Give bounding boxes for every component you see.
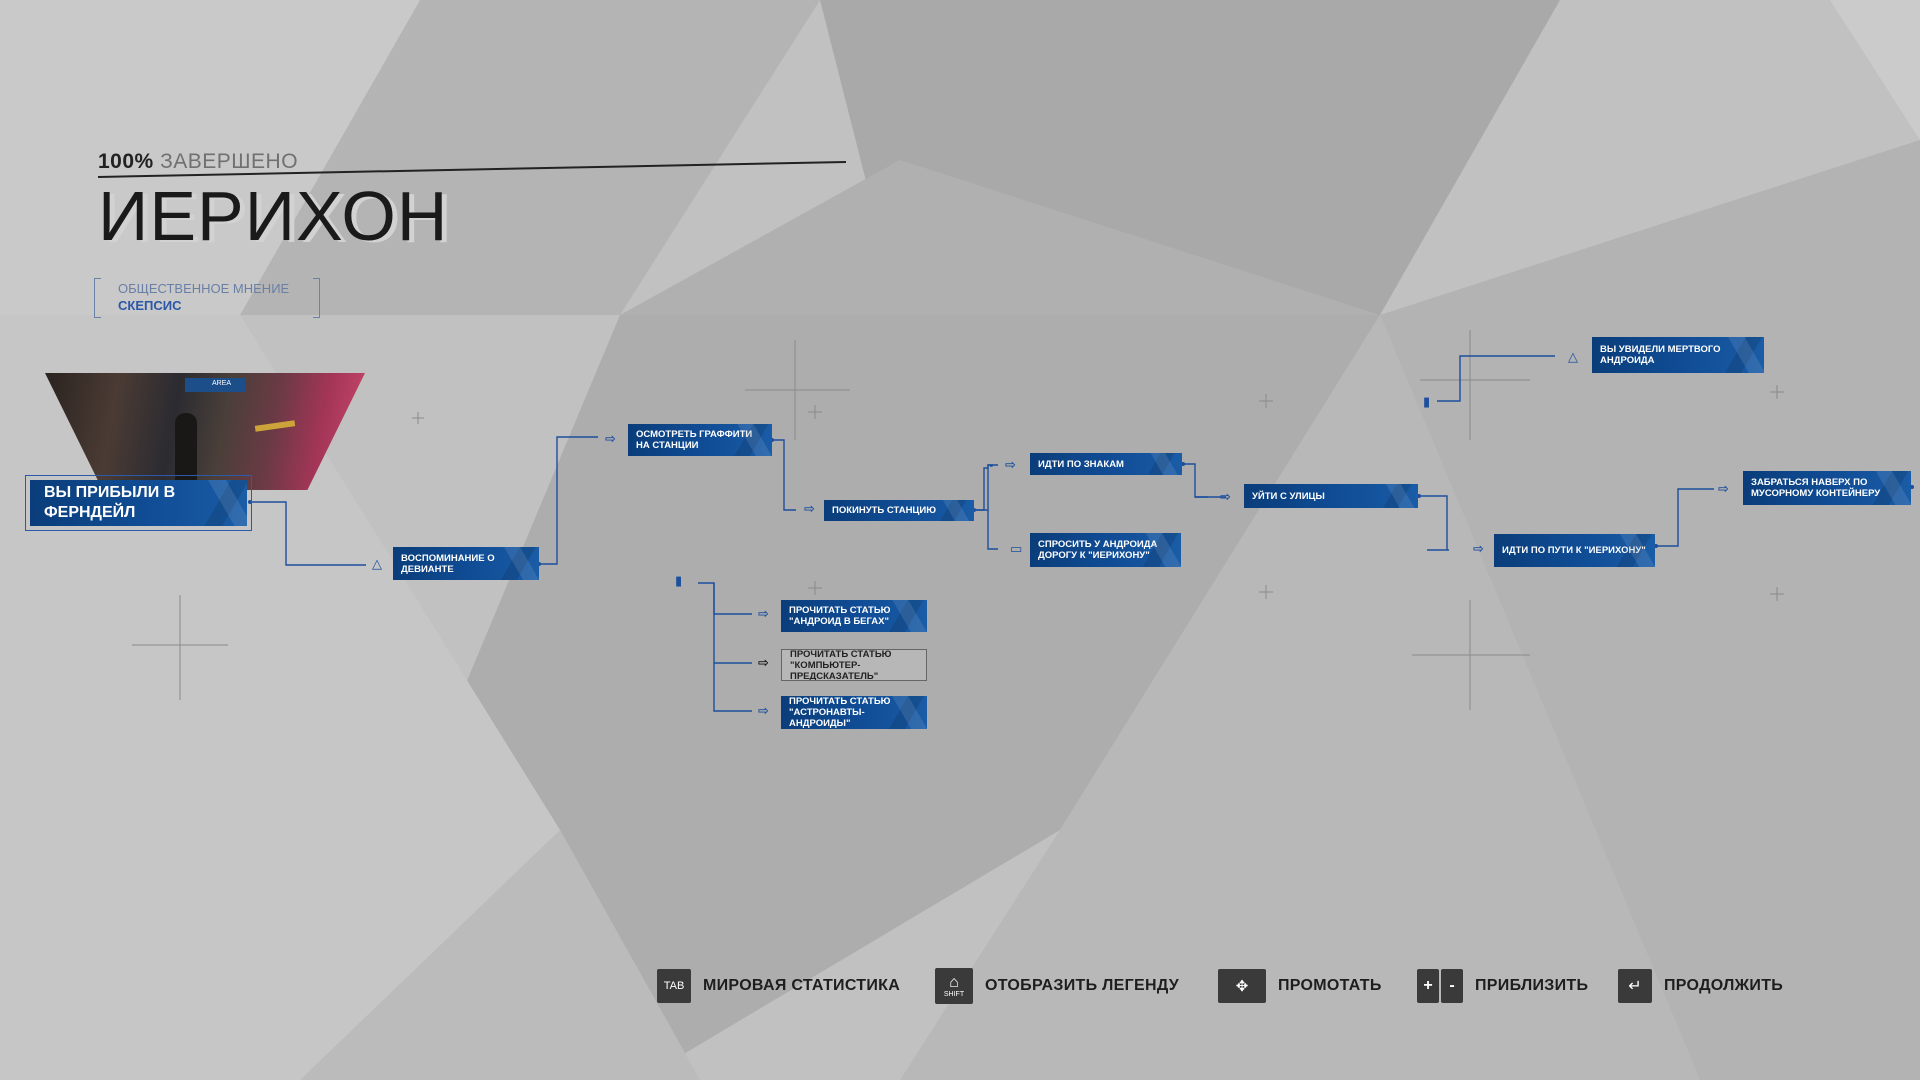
node-leave-station[interactable]: ПОКИНУТЬ СТАНЦИЮ [824, 500, 974, 521]
arrow-icon: ⇨ [804, 501, 815, 516]
arrow-icon: ⇨ [1005, 457, 1016, 472]
shift-key-label: SHIFT [943, 990, 965, 998]
show-legend-hint[interactable]: ⌂ SHIFT ОТОБРАЗИТЬ ЛЕГЕНДУ [935, 968, 1179, 1004]
node-climb-container[interactable]: ЗАБРАТЬСЯ НАВЕРХ ПО МУСОРНОМУ КОНТЕЙНЕРУ [1743, 471, 1911, 505]
arrow-icon: ⇨ [758, 703, 769, 718]
public-opinion: ОБЩЕСТВЕННОЕ МНЕНИЕ СКЕПСИС [94, 278, 320, 318]
opinion-label: ОБЩЕСТВЕННОЕ МНЕНИЕ [118, 281, 290, 296]
triangle-icon: △ [372, 556, 382, 571]
chapter-title: ИЕРИХОН [98, 177, 449, 255]
node-dead-android[interactable]: ВЫ УВИДЕЛИ МЕРТВОГО АНДРОИДА [1592, 337, 1764, 373]
minus-key: - [1441, 969, 1463, 1003]
zoom-label: ПРИБЛИЗИТЬ [1475, 977, 1589, 994]
bracket-right [313, 278, 320, 318]
scroll-label: ПРОМОТАТЬ [1278, 977, 1382, 994]
continue-label: ПРОДОЛЖИТЬ [1664, 977, 1784, 994]
opinion-value: СКЕПСИС [118, 298, 182, 313]
node-memory[interactable]: ВОСПОМИНАНИЕ О ДЕВИАНТЕ [393, 547, 539, 580]
arrow-icon: ⇨ [605, 431, 616, 446]
plus-key: + [1417, 969, 1439, 1003]
tab-key: TAB [657, 969, 691, 1003]
arrow-icon: ⇨ [1220, 489, 1231, 504]
node-go-jericho[interactable]: ИДТИ ПО ПУТИ К "ИЕРИХОНУ" [1494, 534, 1655, 567]
node-article-2[interactable]: ПРОЧИТАТЬ СТАТЬЮ "КОМПЬЮТЕР-ПРЕДСКАЗАТЕЛ… [781, 649, 927, 681]
arrow-icon: ⇨ [758, 655, 769, 670]
enter-icon: ↵ [1618, 969, 1652, 1003]
node-article-1[interactable]: ПРОЧИТАТЬ СТАТЬЮ "АНДРОИД В БЕГАХ" [781, 600, 927, 632]
chapter-thumbnail: AREA [45, 373, 365, 490]
world-stats-hint[interactable]: TAB МИРОВАЯ СТАТИСТИКА [657, 968, 900, 1004]
arrow-icon: ⇨ [758, 606, 769, 621]
node-leave-street[interactable]: УЙТИ С УЛИЦЫ [1244, 484, 1418, 508]
shift-key: ⌂ SHIFT [935, 968, 973, 1004]
chapter-title-shadow: ИЕРИХОН [103, 179, 454, 257]
home-icon: ⌂ [949, 973, 959, 991]
percent-label: ЗАВЕРШЕНО [160, 150, 299, 173]
node-graffiti[interactable]: ОСМОТРЕТЬ ГРАФФИТИ НА СТАНЦИИ [628, 424, 772, 456]
bracket-left [94, 278, 101, 318]
percent-value: 100% [98, 150, 154, 173]
triangle-icon: △ [1568, 349, 1578, 364]
arrow-icon: ⇨ [1473, 541, 1484, 556]
completion-percentage: 100% ЗАВЕРШЕНО [98, 150, 298, 174]
zoom-hint[interactable]: + - ПРИБЛИЗИТЬ [1417, 968, 1588, 1004]
title-underline [98, 161, 847, 178]
node-article-3[interactable]: ПРОЧИТАТЬ СТАТЬЮ "АСТРОНАВТЫ-АНДРОИДЫ" [781, 696, 927, 729]
show-legend-label: ОТОБРАЗИТЬ ЛЕГЕНДУ [985, 977, 1179, 994]
collectible-icon: ▮ [675, 573, 683, 588]
thumbnail-sign: AREA [185, 378, 245, 392]
thumbnail-sign-text: AREA [212, 380, 232, 387]
thumbnail-character [175, 413, 197, 490]
continue-hint[interactable]: ↵ ПРОДОЛЖИТЬ [1618, 968, 1783, 1004]
arrow-icon: ⇨ [1718, 481, 1729, 496]
world-stats-label: МИРОВАЯ СТАТИСТИКА [703, 977, 901, 994]
node-follow-signs[interactable]: ИДТИ ПО ЗНАКАМ [1030, 453, 1182, 475]
speech-icon: ▭ [1010, 541, 1023, 556]
collectible-icon: ▮ [1423, 394, 1431, 409]
node-start[interactable]: ВЫ ПРИБЫЛИ В ФЕРНДЕЙЛ [25, 475, 252, 531]
scroll-hint[interactable]: ✥ ПРОМОТАТЬ [1218, 968, 1382, 1004]
thumbnail-rail [254, 420, 296, 432]
move-icon: ✥ [1218, 969, 1266, 1003]
node-ask-android[interactable]: СПРОСИТЬ У АНДРОИДА ДОРОГУ К "ИЕРИХОНУ" [1030, 533, 1181, 567]
